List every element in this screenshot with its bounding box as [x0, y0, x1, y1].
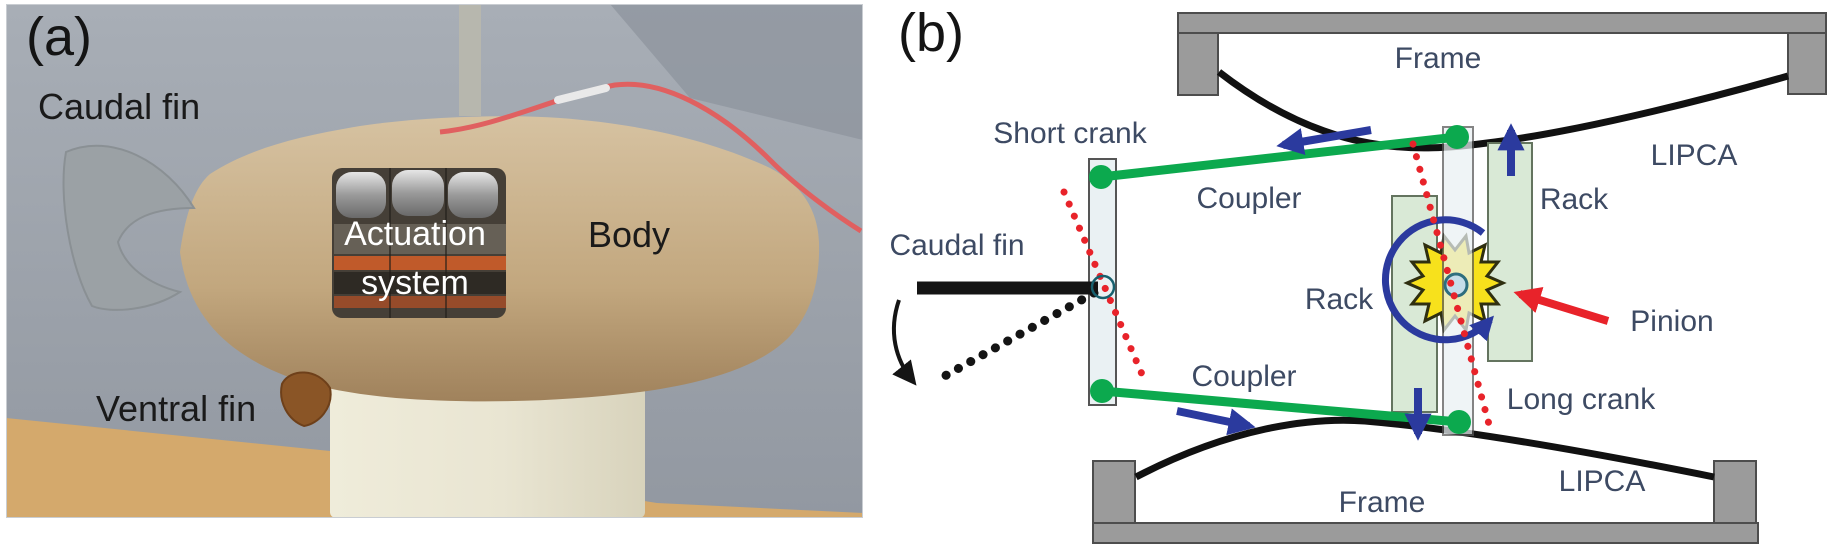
frame-top-shape: [1177, 12, 1827, 96]
short-crank-axis-dotted: [1060, 188, 1148, 383]
label-rack-right: Rack: [1539, 183, 1609, 216]
caudal-fin-swung-dotted: [929, 288, 1099, 387]
label-frame-top: Frame: [1394, 42, 1482, 75]
label-frame-bottom: Frame: [1338, 486, 1426, 519]
stand-cylinder: [330, 385, 645, 518]
long-crank-axis-dotted: [1409, 140, 1494, 432]
label-caudal-fin-b: Caudal fin: [889, 229, 1025, 262]
actuation-window: [332, 168, 506, 318]
label-coupler-top: Coupler: [1196, 182, 1302, 215]
label-short-crank: Short crank: [993, 117, 1147, 150]
fin-swing-arrow: [891, 299, 917, 386]
label-ventral-fin: Ventral fin: [96, 388, 257, 429]
frame-bottom-shape: [1092, 460, 1759, 544]
label-actuation-system: Actuation system: [344, 210, 486, 308]
ventral-fin-photo: [280, 371, 332, 428]
rack-right-bar: [1487, 142, 1533, 362]
caudal-fin-photo: [62, 144, 196, 311]
panel-a-tag: (a): [26, 7, 92, 67]
label-actuation-line1: Actuation: [344, 215, 486, 253]
rotation-arrow: [1381, 216, 1494, 344]
arrow-coupler-top: [1276, 126, 1372, 155]
coupler-joints: [1089, 125, 1471, 434]
label-pinion: Pinion: [1630, 305, 1714, 338]
coupler-bottom-link: [1101, 386, 1460, 427]
pinion-pointer-arrow: [1513, 286, 1610, 325]
label-actuation-line2: system: [361, 264, 469, 302]
power-wire: [439, 81, 863, 234]
label-lipca-top: LIPCA: [1650, 139, 1738, 172]
label-lipca-bottom: LIPCA: [1558, 465, 1646, 498]
label-rack-center: Rack: [1304, 283, 1374, 316]
label-coupler-bottom: Coupler: [1191, 360, 1297, 393]
panel-b-tag: (b): [898, 3, 964, 63]
label-long-crank: Long crank: [1506, 383, 1656, 416]
arrow-coupler-bottom: [1176, 407, 1256, 436]
mechanism-diagram: [891, 12, 1827, 544]
fin-pivot: [1090, 274, 1116, 300]
wire-sleeve: [554, 84, 610, 104]
coupler-top-link: [1100, 132, 1458, 182]
label-body: Body: [588, 214, 671, 255]
background-pole: [459, 4, 481, 116]
photo-panel: [6, 4, 863, 518]
label-caudal-fin-a: Caudal fin: [38, 86, 201, 127]
lipca-top-curve: [1216, 69, 1789, 152]
lipca-bottom-curve: [1134, 416, 1715, 481]
wall-shadow: [610, 4, 863, 140]
